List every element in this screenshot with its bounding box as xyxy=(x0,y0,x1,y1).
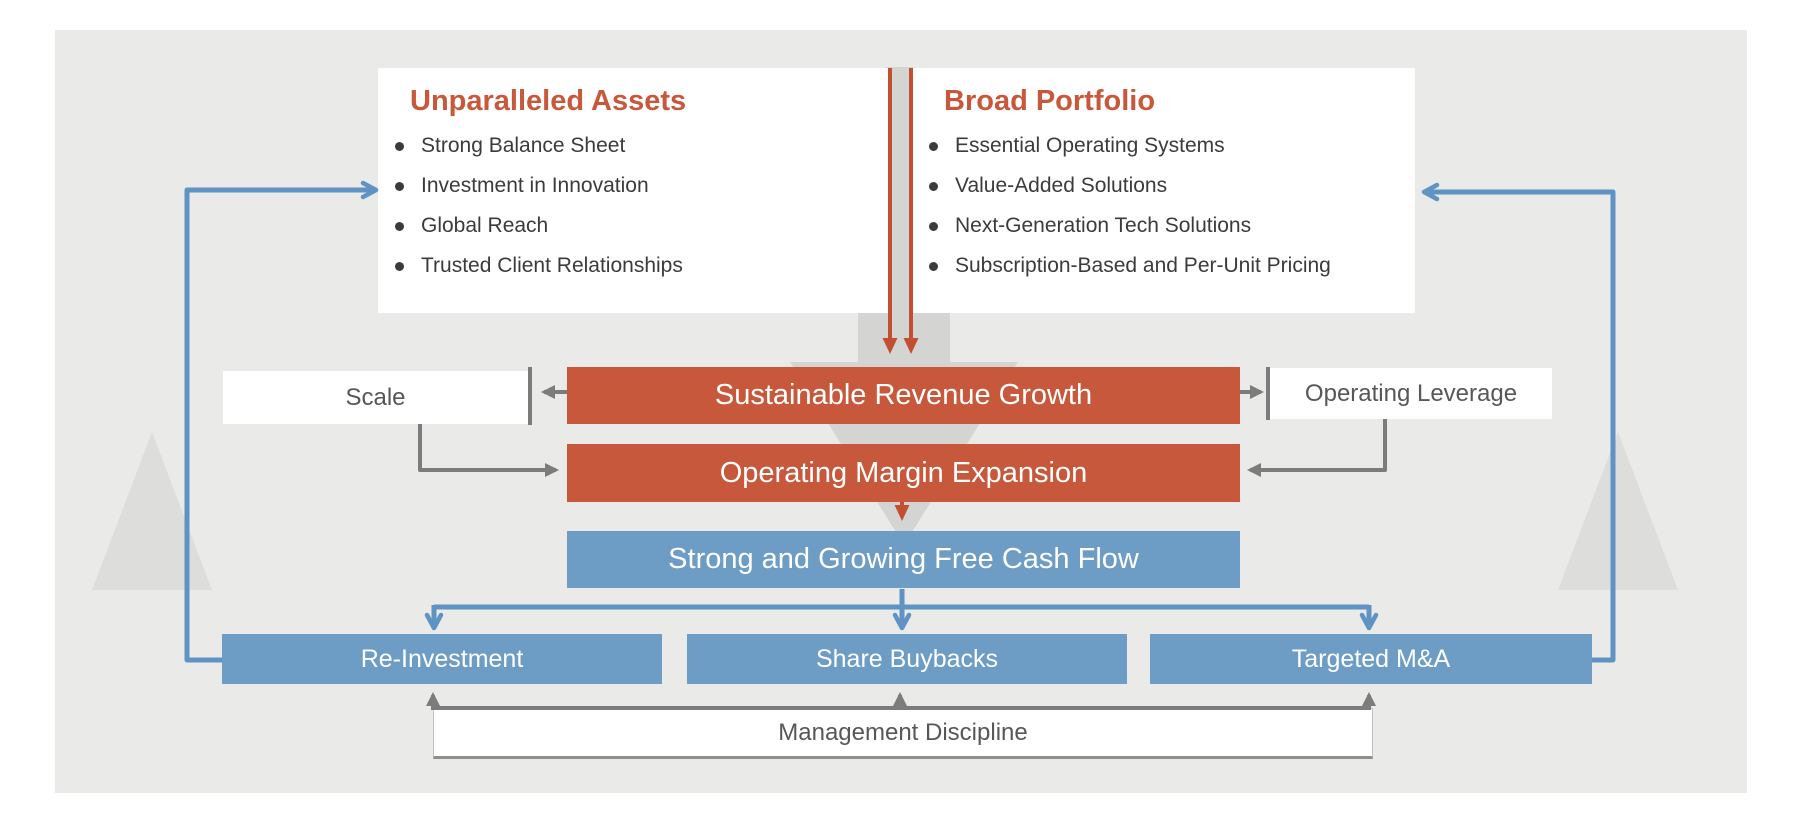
diagram-background-panel xyxy=(55,30,1747,793)
